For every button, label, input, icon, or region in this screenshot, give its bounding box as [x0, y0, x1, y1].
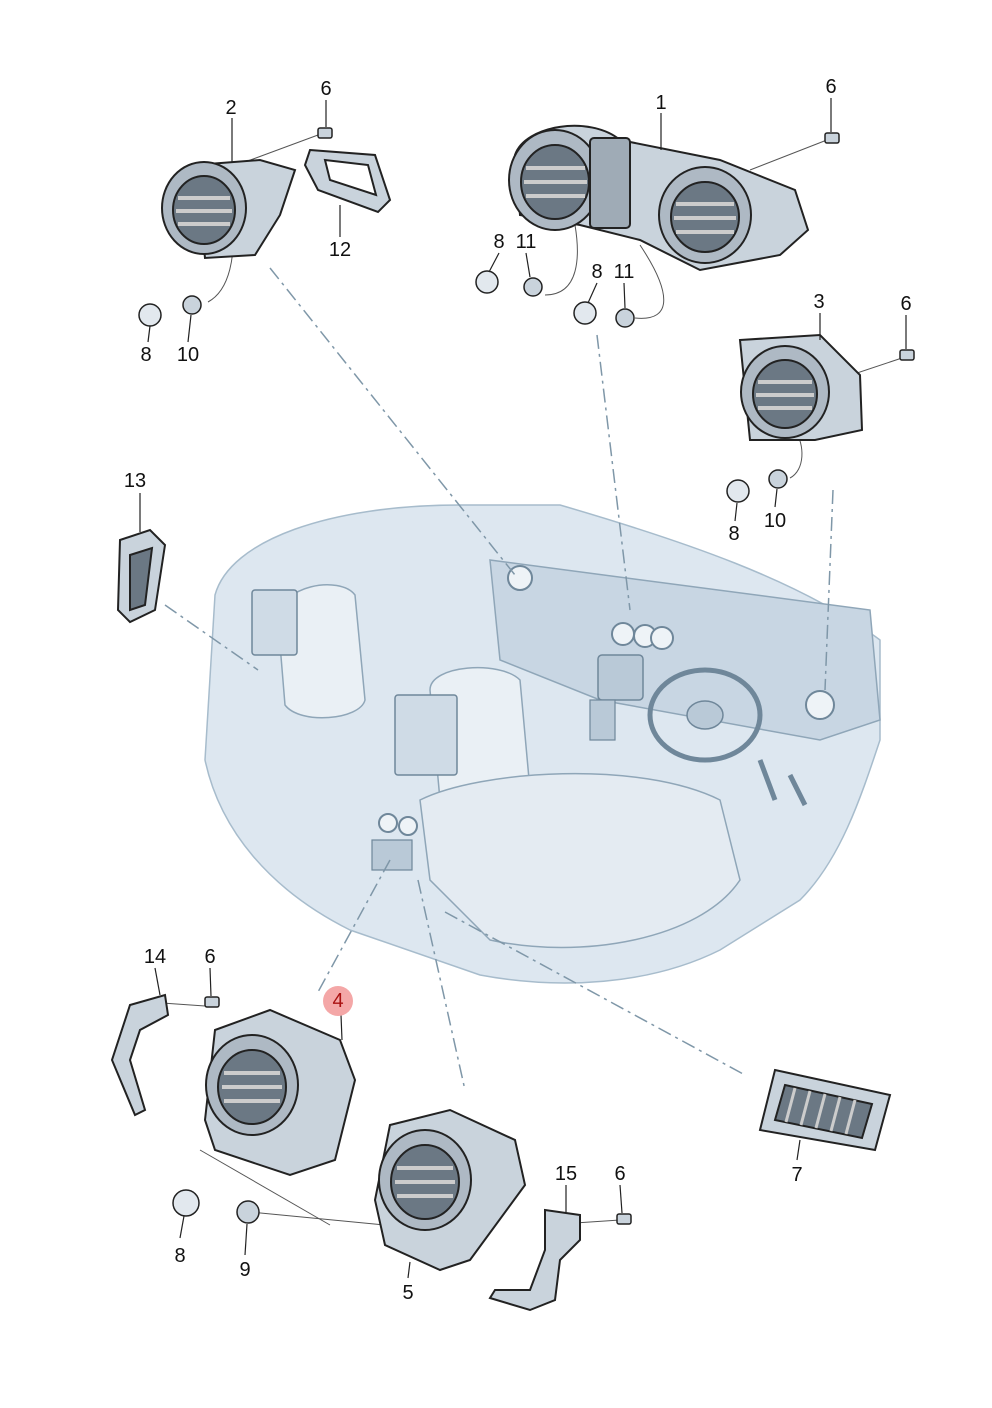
callout-7[interactable]: 7	[791, 1164, 803, 1186]
part-4-rear-vent-left	[203, 1008, 357, 1177]
car-interior-illustration	[204, 504, 881, 984]
callout-4-highlighted[interactable]: 4	[323, 986, 353, 1016]
leader-lines	[164, 267, 834, 1091]
bushings-items-9-10-11	[182, 277, 788, 1224]
part-15-bracket	[488, 1208, 581, 1312]
callout-8-centre-b[interactable]: 8	[591, 261, 603, 283]
callout-6-bottom-right[interactable]: 6	[614, 1163, 626, 1185]
callout-6-right[interactable]: 6	[900, 293, 912, 315]
part-13-side-trim-vent	[116, 528, 167, 624]
callout-15[interactable]: 15	[554, 1163, 578, 1185]
callout-6-top-left[interactable]: 6	[320, 78, 332, 100]
part-2-left-dash-vent	[161, 158, 297, 260]
callout-9[interactable]: 9	[239, 1259, 251, 1281]
callout-8-left[interactable]: 8	[140, 344, 152, 366]
callout-1[interactable]: 1	[655, 92, 667, 114]
screws-item-6	[204, 127, 915, 1225]
part-14-bracket	[110, 993, 170, 1117]
callout-10-right[interactable]: 10	[763, 510, 787, 532]
callout-6-bottom-left[interactable]: 6	[204, 946, 216, 968]
callout-8-bottom[interactable]: 8	[174, 1245, 186, 1267]
callout-12[interactable]: 12	[328, 239, 352, 261]
callout-6-top-right[interactable]: 6	[825, 76, 837, 98]
callout-11-a[interactable]: 11	[515, 231, 537, 253]
callout-10-left[interactable]: 10	[176, 344, 200, 366]
part-12-vent-bezel	[303, 148, 392, 214]
part-3-right-dash-vent	[738, 333, 864, 441]
part-7-floor-vent-grille	[758, 1068, 892, 1152]
callout-14[interactable]: 14	[143, 946, 167, 968]
callout-11-b[interactable]: 11	[613, 261, 635, 283]
callout-13[interactable]: 13	[123, 470, 147, 492]
callout-8-right[interactable]: 8	[728, 523, 740, 545]
callout-leaders	[139, 98, 907, 1279]
part-5-rear-vent-right	[373, 1108, 527, 1272]
callout-2[interactable]: 2	[225, 97, 237, 119]
callout-8-centre-a[interactable]: 8	[493, 231, 505, 253]
callout-5[interactable]: 5	[402, 1282, 414, 1304]
knobs-item-8	[138, 270, 750, 1217]
part-1-centre-vent-assembly	[508, 124, 810, 272]
callout-3[interactable]: 3	[813, 291, 825, 313]
